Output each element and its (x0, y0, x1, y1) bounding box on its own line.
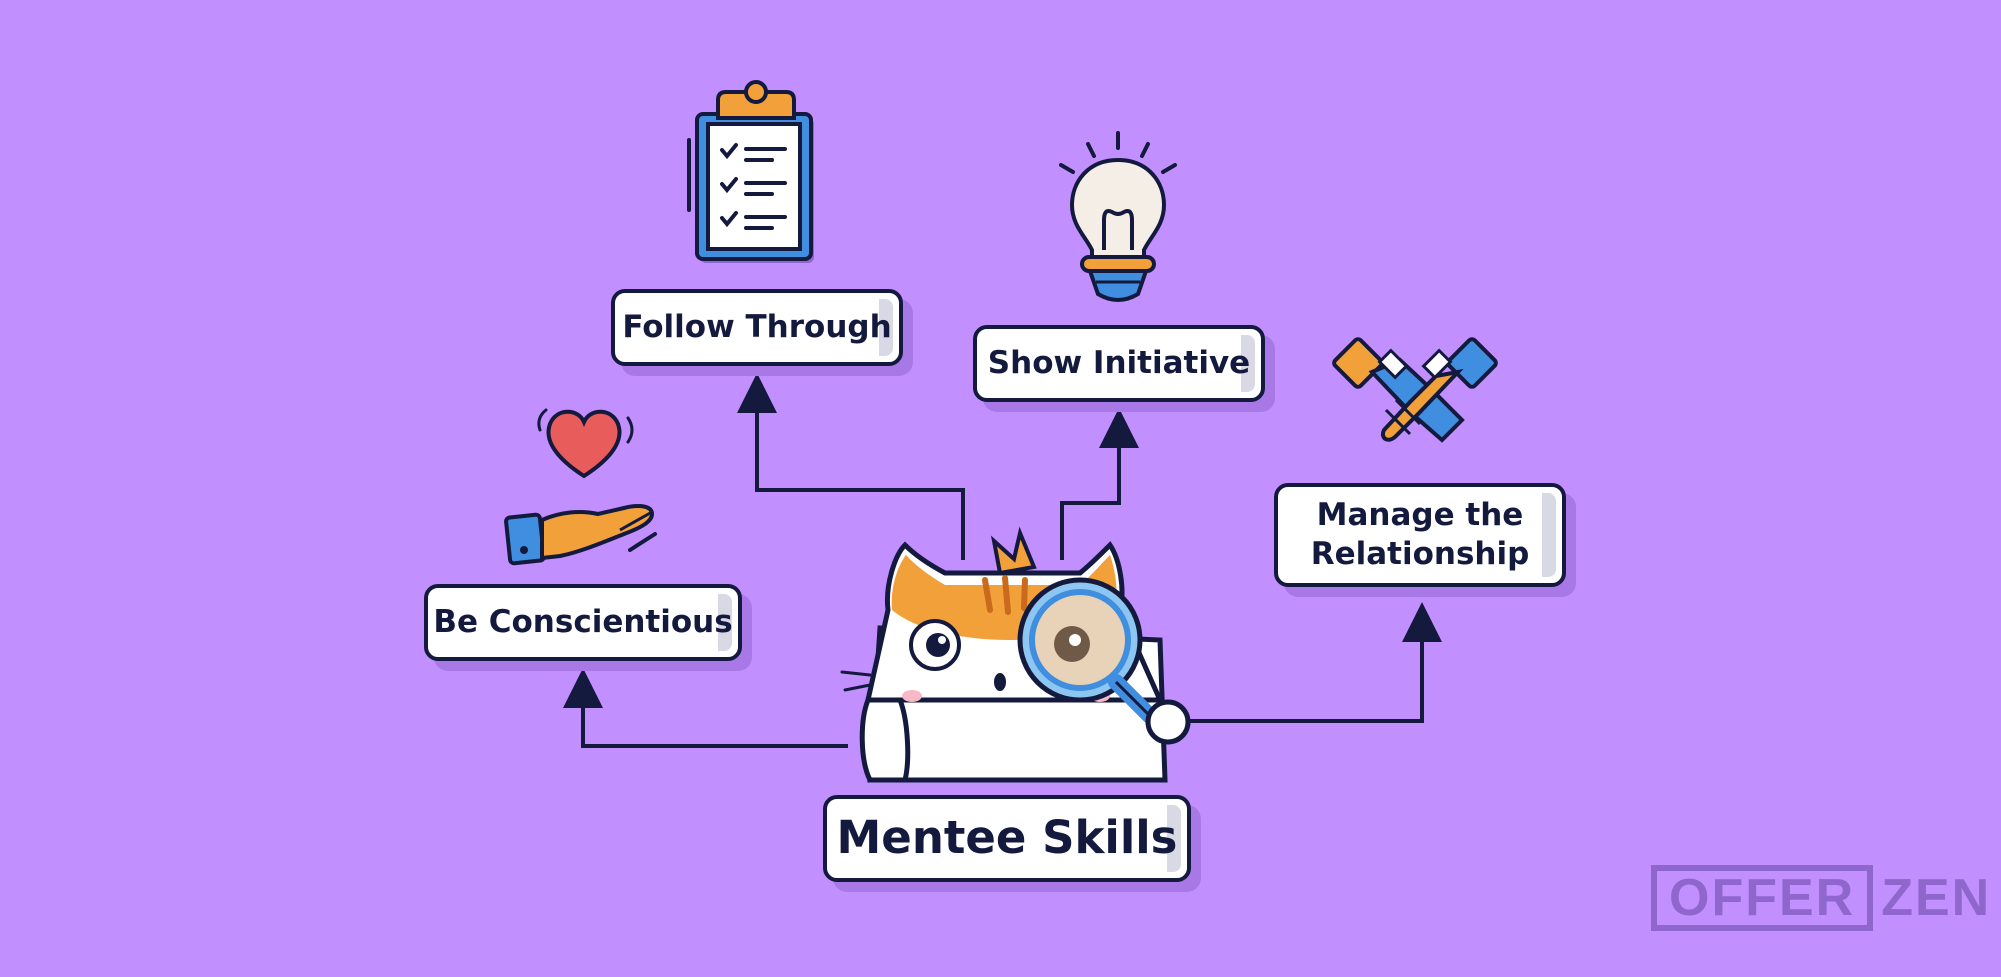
cat-illustration (840, 526, 1191, 783)
center-node-mentee-skills: Mentee Skills (823, 795, 1191, 882)
clipboard-checklist-icon (687, 80, 814, 263)
handshake-icon (1332, 337, 1498, 443)
connector-follow-through (737, 373, 965, 560)
heart-in-hand-icon (504, 408, 657, 566)
lightbulb-icon (1059, 131, 1177, 302)
logo-zen-text: ZEN (1881, 869, 1992, 927)
node-be-conscientious-label: Be Conscientious (433, 604, 733, 641)
node-follow-through-label: Follow Through (622, 309, 892, 346)
connector-manage-relationship (1190, 602, 1442, 723)
node-show-initiative-label: Show Initiative (987, 345, 1251, 382)
node-manage-relationship-label: Manage the Relationship (1310, 497, 1530, 572)
node-manage-relationship: Manage the Relationship (1274, 483, 1566, 587)
node-be-conscientious: Be Conscientious (424, 584, 742, 661)
connector-be-conscientious (563, 668, 848, 748)
logo-offer-text: OFFER (1651, 865, 1874, 931)
connector-show-initiative (1060, 408, 1139, 560)
center-node-label: Mentee Skills (836, 811, 1178, 865)
offerzen-logo: OFFER ZEN (1651, 865, 1991, 931)
node-show-initiative: Show Initiative (973, 325, 1265, 402)
node-follow-through: Follow Through (611, 289, 903, 366)
